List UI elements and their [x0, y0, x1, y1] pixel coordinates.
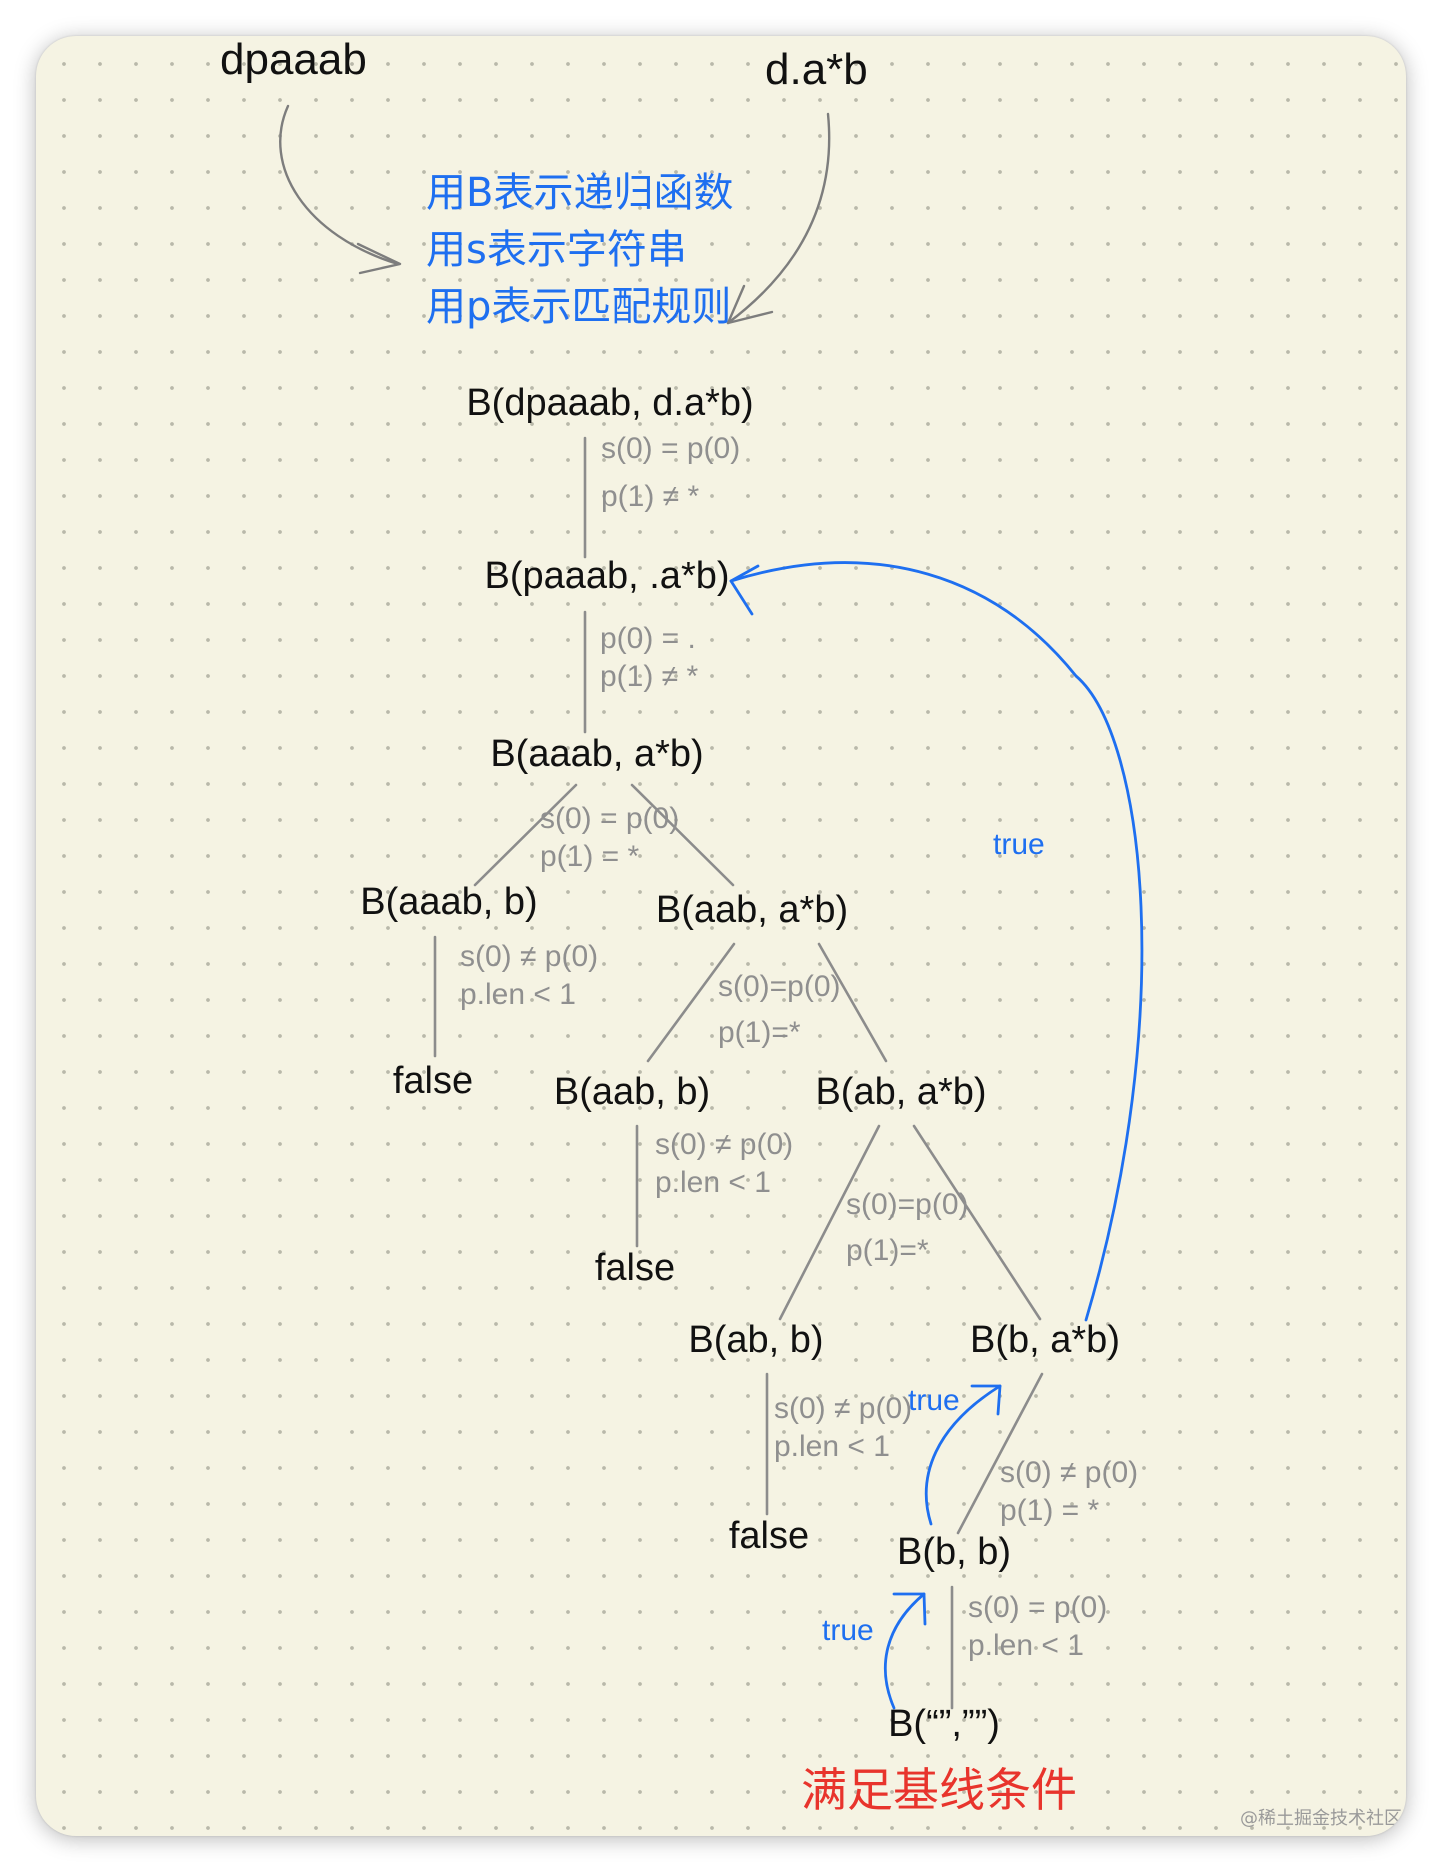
svg-text:p(1) ≠ *: p(1) ≠ * [600, 660, 698, 693]
svg-text:s(0) ≠ p(0): s(0) ≠ p(0) [655, 1128, 793, 1161]
node-n3-left: B(aaab, b) [360, 881, 537, 923]
edge-label-3: s(0) = p(0) p(1) = * [540, 802, 679, 873]
edge-label-9: s(0) ≠ p(0) p(1) = * [1000, 1456, 1138, 1527]
edge-n3right-n4right [817, 942, 888, 1063]
svg-text:p(1) = *: p(1) = * [540, 840, 640, 873]
edge-label-6: s(0) ≠ p(0) p.len < 1 [655, 1128, 793, 1199]
edge-n4right-n5right [912, 1124, 1042, 1321]
input-pattern: d.a*b [765, 45, 868, 94]
node-root: B(dpaaab, d.a*b) [466, 382, 753, 424]
node-n5-right: B(b, a*b) [970, 1319, 1120, 1361]
svg-text:p.len < 1: p.len < 1 [774, 1430, 890, 1463]
node-n5-left: B(ab, b) [688, 1319, 823, 1361]
edge-label-2: p(0) = . p(1) ≠ * [600, 622, 698, 693]
svg-text:p(0) = .: p(0) = . [600, 622, 696, 655]
svg-text:s(0)=p(0): s(0)=p(0) [718, 970, 841, 1003]
edge-n4right-n5left [778, 1124, 881, 1321]
note-p-pattern: 用p表示匹配规则 [426, 284, 731, 330]
return-label-small: true [822, 1614, 874, 1647]
edge-label-5: s(0)=p(0) p(1)=* [718, 970, 841, 1049]
return-label-mid: true [908, 1384, 960, 1417]
svg-text:s(0) ≠ p(0): s(0) ≠ p(0) [460, 940, 598, 973]
note-s-string: 用s表示字符串 [426, 227, 687, 273]
recursion-tree-diagram: dpaaab d.a*b 用B表示递归函数 用s表示字符串 用p表示匹配规则 s… [220, 36, 1402, 1829]
edge-n3-right [630, 783, 735, 887]
node-n3: B(aaab, a*b) [490, 733, 703, 775]
svg-text:p.len < 1: p.len < 1 [460, 978, 576, 1011]
node-n3-right: B(aab, a*b) [656, 889, 848, 931]
edge-label-7: s(0)=p(0) p(1)=* [846, 1188, 969, 1267]
node-n2: B(paaab, .a*b) [484, 555, 729, 597]
svg-text:p(1) ≠ *: p(1) ≠ * [601, 480, 699, 513]
node-false-2: false [595, 1247, 675, 1289]
return-arrow-small [883, 1592, 927, 1710]
svg-text:s(0) = p(0): s(0) = p(0) [540, 802, 679, 835]
svg-text:p.len < 1: p.len < 1 [968, 1629, 1084, 1662]
input-string: dpaaab [220, 36, 367, 84]
diagram-card: dpaaab d.a*b 用B表示递归函数 用s表示字符串 用p表示匹配规则 s… [36, 36, 1406, 1836]
node-n7: B(“”,””) [888, 1703, 1000, 1745]
input-arrow-left [279, 104, 402, 275]
watermark: @稀土掘金技术社区 [1240, 1808, 1402, 1829]
note-b-function: 用B表示递归函数 [426, 170, 733, 216]
node-n6: B(b, b) [897, 1531, 1011, 1573]
edge-n3right-n4left [646, 942, 736, 1063]
node-n4-left: B(aab, b) [554, 1071, 710, 1113]
base-case-note: 满足基线条件 [801, 1763, 1077, 1817]
edge-n3-left [473, 783, 578, 887]
svg-text:s(0) = p(0): s(0) = p(0) [601, 432, 740, 465]
node-false-3: false [729, 1515, 809, 1557]
edge-label-1: s(0) = p(0) p(1) ≠ * [601, 432, 740, 513]
return-arrow-big [729, 561, 1144, 1322]
return-arrow-mid [924, 1384, 1002, 1526]
svg-text:s(0) ≠ p(0): s(0) ≠ p(0) [1000, 1456, 1138, 1489]
svg-text:p(1)=*: p(1)=* [846, 1234, 929, 1267]
node-n4-right: B(ab, a*b) [815, 1071, 986, 1113]
svg-text:s(0) = p(0): s(0) = p(0) [968, 1591, 1107, 1624]
svg-text:s(0) ≠ p(0): s(0) ≠ p(0) [774, 1392, 912, 1425]
svg-text:p(1) = *: p(1) = * [1000, 1494, 1100, 1527]
svg-text:p(1)=*: p(1)=* [718, 1016, 801, 1049]
edge-label-10: s(0) = p(0) p.len < 1 [968, 1591, 1107, 1662]
svg-text:p.len < 1: p.len < 1 [655, 1166, 771, 1199]
edge-label-8: s(0) ≠ p(0) p.len < 1 [774, 1392, 912, 1463]
svg-text:s(0)=p(0): s(0)=p(0) [846, 1188, 969, 1221]
node-false-1: false [393, 1060, 473, 1102]
edge-n5right-n6 [956, 1372, 1044, 1535]
input-arrow-right [726, 112, 831, 325]
return-label-big: true [993, 828, 1045, 861]
edge-label-4: s(0) ≠ p(0) p.len < 1 [460, 940, 598, 1011]
